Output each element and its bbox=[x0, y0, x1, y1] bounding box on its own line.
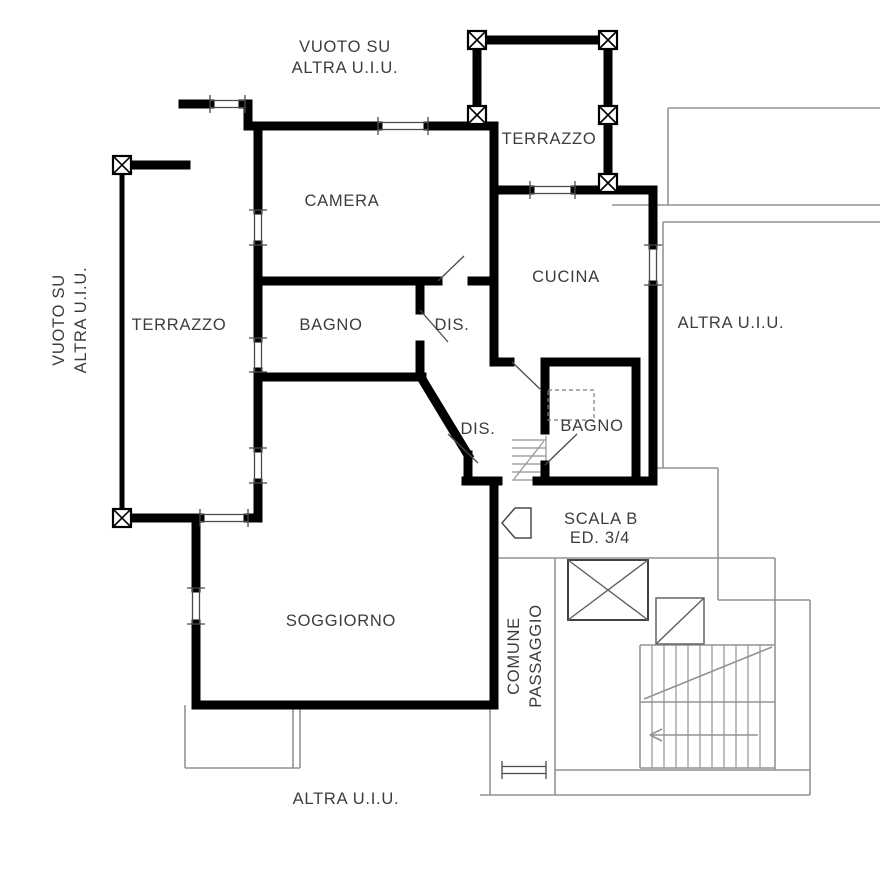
label-bagno-upper: BAGNO bbox=[299, 316, 362, 334]
label-comune-line2: PASSAGGIO bbox=[527, 604, 545, 708]
label-cucina: CUCINA bbox=[532, 268, 600, 286]
label-comune-line1: COMUNE bbox=[505, 617, 523, 695]
label-terrazzo-top: TERRAZZO bbox=[502, 130, 597, 148]
label-altra-bottom: ALTRA U.I.U. bbox=[293, 790, 400, 808]
pillars bbox=[111, 29, 619, 529]
label-bagno-lower: BAGNO bbox=[560, 417, 623, 435]
windows-layer bbox=[187, 95, 662, 779]
fixture-dashed-outline bbox=[547, 389, 595, 421]
staircase bbox=[512, 436, 773, 768]
label-terrazzo-left: TERRAZZO bbox=[132, 316, 227, 334]
label-soggiorno: SOGGIORNO bbox=[286, 612, 396, 630]
entrance-door-marker bbox=[501, 507, 532, 539]
label-camera: CAMERA bbox=[304, 192, 379, 210]
labels-layer: VUOTO SU ALTRA U.I.U. TERRAZZO CAMERA CU… bbox=[50, 38, 784, 808]
stair-direction-arrow bbox=[649, 728, 758, 742]
label-dis-upper: DIS. bbox=[434, 316, 469, 334]
walls-layer bbox=[117, 35, 658, 710]
label-vuoto-top-line1: VUOTO SU bbox=[299, 38, 391, 56]
label-dis-lower: DIS. bbox=[460, 420, 495, 438]
label-scala-line1: SCALA B bbox=[564, 510, 638, 528]
label-altra-right: ALTRA U.I.U. bbox=[678, 314, 785, 332]
label-vuoto-top-line2: ALTRA U.I.U. bbox=[292, 59, 399, 77]
label-vuoto-left-line2: ALTRA U.I.U. bbox=[72, 267, 90, 374]
elevator-shaft bbox=[567, 559, 705, 645]
small-steps bbox=[512, 436, 547, 481]
adjacent-structures-lines bbox=[184, 107, 880, 796]
doors-layer bbox=[419, 255, 595, 539]
label-scala-line2: ED. 3/4 bbox=[570, 529, 630, 547]
label-vuoto-left-line1: VUOTO SU bbox=[50, 274, 68, 366]
